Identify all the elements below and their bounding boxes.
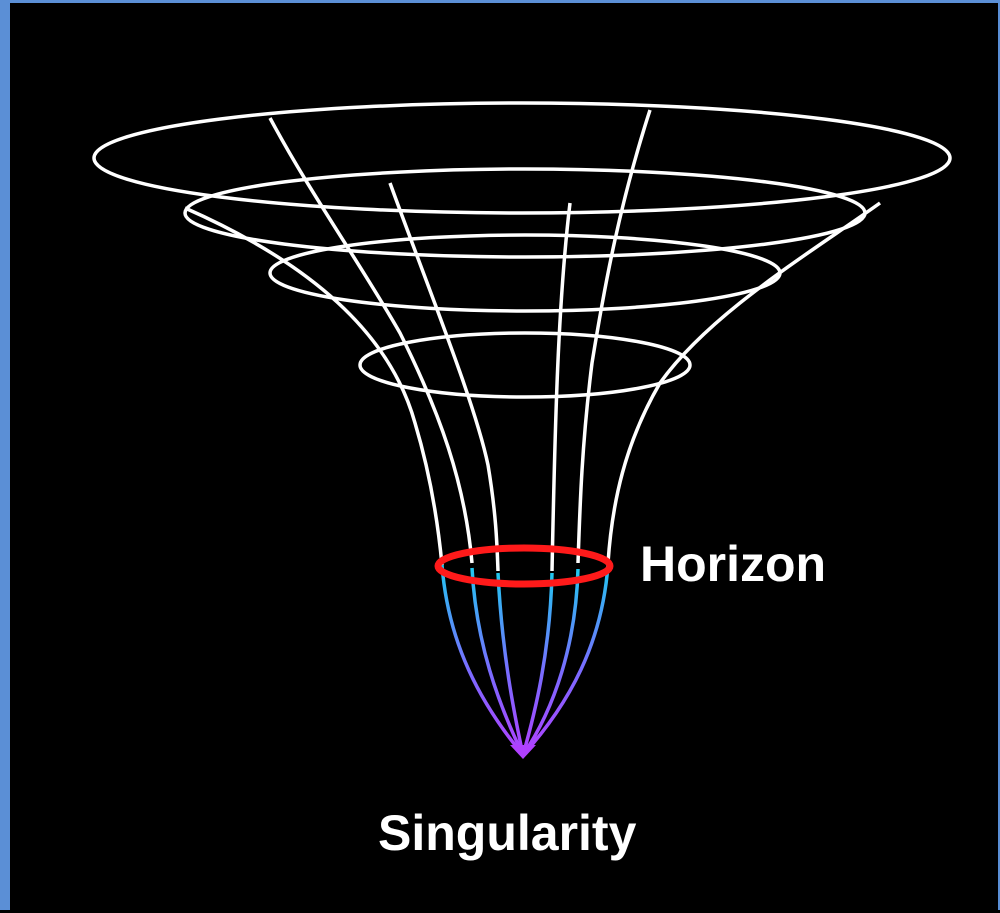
meridian-front-left [388,182,500,572]
funnel-ring-1 [92,101,952,215]
interior-lines [440,564,610,757]
meridian-outer-left [184,206,444,566]
meridian-outer-right [606,201,882,564]
interior-line-4 [521,572,554,756]
horizon-label: Horizon [640,536,827,592]
interior-line-3 [496,572,525,756]
funnel-rings [92,101,952,399]
interior-line-2 [470,567,525,756]
funnel-meridians [184,109,882,572]
funnel-ring-4 [358,331,692,399]
interior-line-5 [521,568,580,756]
singularity-label: Singularity [378,805,637,861]
singularity-point [510,745,536,759]
horizon-ring [434,544,614,588]
meridian-back-right [576,109,652,564]
interior-line-6 [521,564,610,757]
interior-line-1 [440,564,525,757]
meridian-center [550,202,572,572]
black-hole-funnel-diagram [92,101,952,759]
meridian-back-left [268,117,474,564]
